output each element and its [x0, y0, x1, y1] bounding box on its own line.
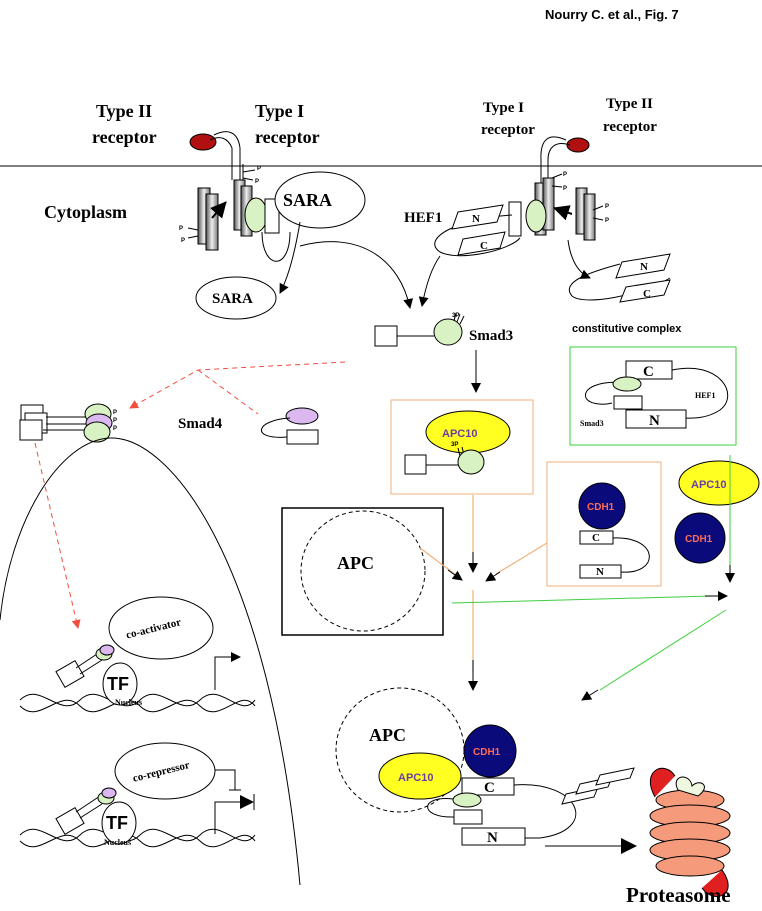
cytoplasm-label: Cytoplasm [44, 202, 127, 222]
svg-text:P: P [563, 186, 567, 192]
smad3-label: Smad3 [469, 328, 513, 344]
coactivator-transcription-complex: co-activator TF Nucleus [19, 596, 256, 713]
svg-text:Nucleus: Nucleus [104, 838, 131, 847]
left-receptor-complex: P P P P SARA SARA [179, 131, 414, 320]
svg-text:C: C [643, 364, 654, 380]
smad4: Smad4 [178, 407, 319, 445]
svg-text:CDH1: CDH1 [587, 502, 615, 513]
svg-text:HEF1: HEF1 [695, 391, 715, 400]
svg-text:N: N [472, 213, 480, 225]
tf-label-1: TF [107, 674, 129, 694]
figure-credit: Nourry C. et al., Fig. 7 [545, 7, 679, 22]
sara-free-label: SARA [212, 291, 253, 307]
svg-text:C: C [484, 780, 495, 796]
svg-text:P: P [605, 204, 609, 210]
free-cdh1: CDH1 [674, 512, 726, 564]
svg-text:Nucleus: Nucleus [115, 698, 142, 707]
proteasome-label: Proteasome [626, 883, 731, 907]
cdh1-complex: CDH1 C N [546, 461, 662, 587]
svg-text:APC10: APC10 [691, 479, 726, 491]
svg-text:receptor: receptor [255, 127, 320, 147]
right-receptor-complex: P P P P N C HEF1 N C [404, 136, 671, 307]
corepressor-transcription-complex: co-repressor TF Nucleus [19, 742, 256, 848]
svg-text:Type II: Type II [96, 101, 152, 121]
svg-text:N: N [640, 261, 648, 273]
svg-text:P: P [605, 218, 609, 224]
svg-text:Type II: Type II [606, 96, 653, 112]
svg-text:P: P [563, 172, 567, 178]
sara-bound [274, 171, 366, 229]
right-type1-receptor-label: Type I receptor [481, 100, 535, 138]
tf-label-2: TF [106, 813, 128, 833]
svg-text:3P: 3P [451, 442, 458, 448]
apc-complex-box: APC [281, 507, 444, 636]
svg-text:C: C [643, 288, 651, 300]
svg-text:Smad3: Smad3 [580, 419, 604, 428]
ligand [189, 133, 217, 151]
nuclear-envelope [0, 437, 301, 886]
free-apc10: APC10 [678, 460, 760, 506]
svg-text:CDH1: CDH1 [473, 747, 501, 758]
apc-label: APC [337, 553, 374, 573]
sara-bound-label: SARA [283, 190, 332, 210]
svg-text:Type I: Type I [483, 100, 524, 116]
sara-free [195, 276, 277, 320]
constitutive-complex: constitutive complex C HEF1 N Smad3 [569, 323, 737, 446]
svg-text:N: N [487, 830, 498, 846]
ligand-right [566, 137, 590, 153]
left-type1-receptor-label: Type I receptor [255, 101, 320, 147]
hef1-label: HEF1 [404, 210, 442, 226]
svg-text:P: P [257, 166, 261, 172]
svg-text:P: P [113, 426, 117, 432]
proteasome: Proteasome [626, 767, 731, 907]
apc-cdh1-degradation-complex: APC APC10 CDH1 C N [335, 687, 637, 854]
smad4-label: Smad4 [178, 416, 223, 432]
svg-text:N: N [596, 566, 604, 578]
svg-text:C: C [592, 532, 600, 544]
svg-text:P: P [255, 179, 259, 185]
svg-text:P: P [113, 410, 117, 416]
svg-text:C: C [480, 240, 488, 252]
final-apc-label: APC [369, 725, 406, 745]
svg-text:APC10: APC10 [398, 772, 433, 784]
svg-text:receptor: receptor [603, 119, 657, 135]
right-type2-receptor-label: Type II receptor [603, 96, 657, 135]
left-type2-receptor-label: Type II receptor [92, 101, 157, 147]
apc10-smad3-complex: APC10 3P [390, 399, 534, 495]
svg-text:receptor: receptor [92, 127, 157, 147]
svg-text:P: P [179, 226, 183, 232]
svg-text:APC10: APC10 [442, 428, 477, 440]
svg-text:P: P [181, 238, 185, 244]
svg-text:3P: 3P [452, 313, 459, 319]
svg-text:CDH1: CDH1 [685, 534, 713, 545]
svg-text:P: P [113, 418, 117, 424]
svg-text:N: N [649, 413, 660, 429]
smad3-phosphorylated: 3P Smad3 [374, 312, 513, 347]
svg-text:receptor: receptor [481, 122, 535, 138]
constitutive-complex-title: constitutive complex [572, 323, 682, 335]
svg-text:Type I: Type I [255, 101, 304, 121]
smad-heteromeric-complex: PPP [19, 403, 117, 443]
